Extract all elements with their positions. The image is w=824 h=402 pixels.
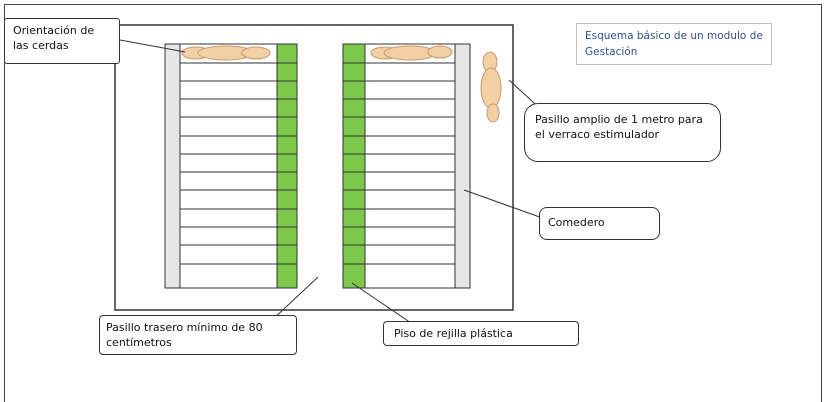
left-trough [164,43,181,289]
callout-pasillo-amplio: Pasillo amplio de 1 metro para el verrac… [524,103,721,162]
callout-piso: Piso de rejilla plástica [383,321,579,346]
sow-icon-right [370,45,453,61]
title-text: Esquema básico de un modulo de Gestación [585,30,763,58]
diagram-title: Esquema básico de un modulo de Gestación [576,23,772,65]
callout-orientacion: Orientación de las cerdas [4,18,120,64]
outer-frame-left [4,4,5,402]
outer-frame-top [4,4,822,5]
left-slatted-floor [276,43,298,289]
right-trough [454,43,471,289]
left-stalls [179,43,278,289]
module-boundary [114,24,514,311]
callout-pasillo-trasero: Pasillo trasero mínimo de 80 centímetros [99,315,297,355]
right-slatted-floor [342,43,366,289]
outer-frame-right [821,4,822,402]
sow-icon-left [181,45,271,61]
callout-comedero: Comedero [539,207,660,240]
right-stalls [364,43,456,289]
boar-icon [480,51,502,123]
